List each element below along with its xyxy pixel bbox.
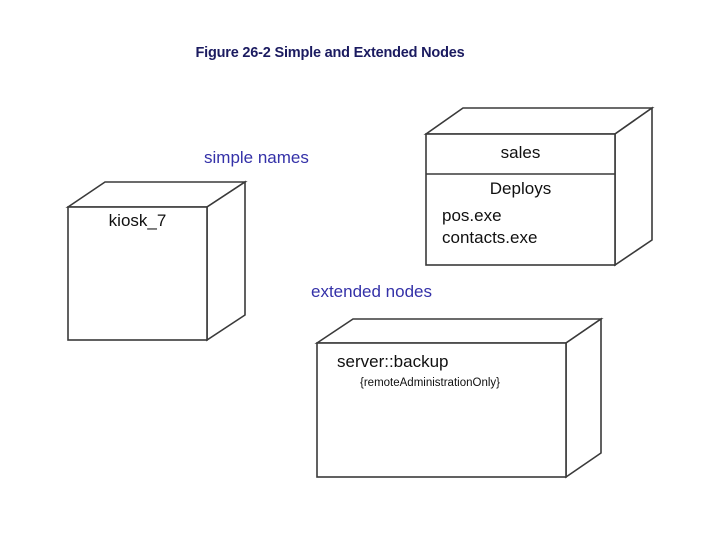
kiosk-front-face (67, 206, 208, 341)
node-label-sales: sales (500, 143, 541, 162)
node-label-kiosk: kiosk_7 (108, 211, 167, 230)
backup-side-face (565, 317, 602, 479)
annotation-extended-nodes: extended nodes (311, 282, 432, 301)
kiosk-side-face (206, 180, 246, 342)
node-label-backup: server::backup (337, 352, 449, 371)
backup-front-face (316, 342, 567, 478)
sales-artifact-list: pos.exe contacts.exe (442, 205, 537, 249)
sales-front-face (425, 133, 616, 266)
backup-top-face (314, 318, 604, 344)
figure-title: Figure 26-2 Simple and Extended Nodes (195, 45, 465, 61)
sales-compartment-heading: Deploys (489, 179, 552, 198)
sales-side-face (614, 106, 653, 267)
node-shape-backup[interactable] (314, 317, 604, 479)
node-shape-kiosk[interactable] (65, 180, 248, 342)
list-item: pos.exe (442, 206, 502, 225)
annotation-simple-names: simple names (204, 148, 309, 167)
node-constraint-backup: {remoteAdministrationOnly} (360, 377, 500, 389)
sales-top-face (423, 107, 655, 135)
list-item: contacts.exe (442, 228, 538, 247)
node-shape-sales[interactable] (423, 106, 655, 267)
